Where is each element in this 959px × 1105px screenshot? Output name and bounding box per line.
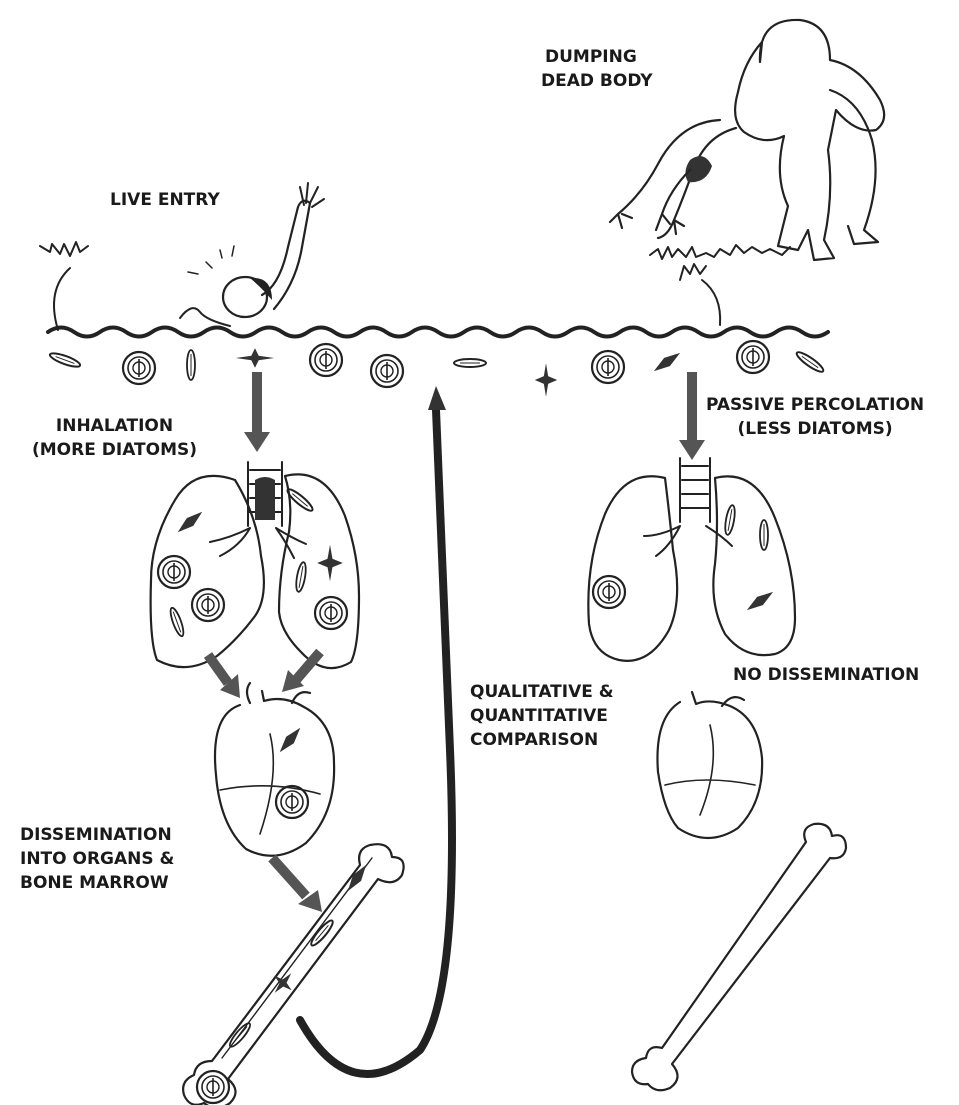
comparison-return-arrow (300, 386, 452, 1074)
right-femur-bone (632, 824, 846, 1091)
water-surface (48, 328, 828, 337)
drowning-person-figure (180, 183, 324, 326)
heart-to-bone-arrow (272, 858, 322, 912)
right-heart (657, 692, 762, 838)
dumping-person-figure (610, 20, 884, 260)
inhalation-arrow (244, 372, 270, 452)
right-lungs (588, 458, 795, 661)
left-lungs (151, 462, 359, 668)
left-bank-grass (40, 242, 88, 330)
right-bank-grass (650, 245, 790, 325)
left-heart (215, 683, 334, 856)
passive-percolation-arrow (679, 372, 705, 460)
